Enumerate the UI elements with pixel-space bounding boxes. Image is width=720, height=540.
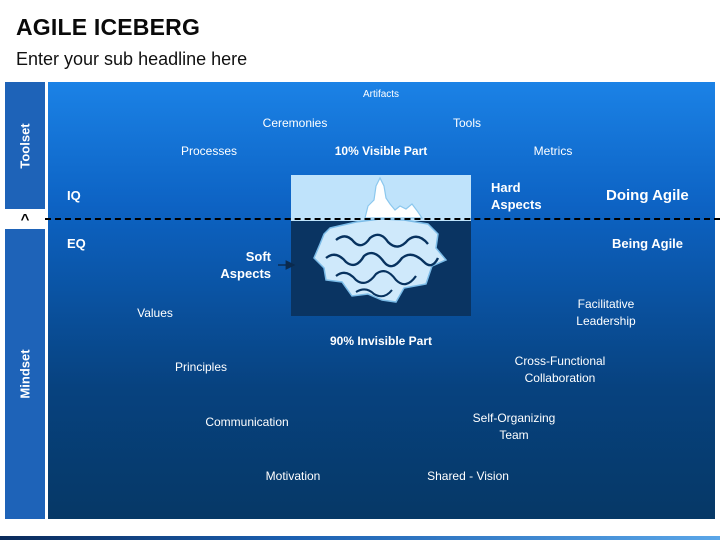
label-iq: IQ (67, 188, 81, 203)
label-self-organizing: Self-Organizing Team (472, 411, 556, 442)
page-title: AGILE ICEBERG (16, 14, 201, 40)
iceberg-tip (364, 176, 424, 219)
label-tools: Tools (452, 116, 482, 130)
label-facilitative-leadership: Facilitative Leadership (576, 297, 636, 328)
footer-bar (0, 536, 720, 540)
label-hard-aspects: Hard Aspects (491, 180, 542, 212)
label-being-agile: Being Agile (612, 236, 684, 251)
ice-crack-3 (335, 270, 417, 286)
ice-crack-4 (355, 288, 393, 298)
label-ceremonies: Ceremonies (262, 116, 328, 130)
label-principles: Principles (174, 360, 228, 374)
label-artifacts: Artifacts (362, 89, 400, 100)
toolset-sidebar: Toolset (5, 82, 45, 209)
label-visible-part: 10% Visible Part (334, 144, 428, 158)
mindset-sidebar: Mindset (5, 229, 45, 519)
caret-up-icon: ^ (20, 211, 30, 228)
label-invisible-part: 90% Invisible Part (329, 334, 433, 348)
label-eq: EQ (67, 236, 86, 251)
label-values: Values (137, 306, 173, 320)
label-metrics: Metrics (533, 144, 573, 158)
label-cross-functional: Cross-Functional Collaboration (514, 354, 606, 385)
page-subtitle: Enter your sub headline here (16, 49, 248, 69)
label-soft-aspects: Soft Aspects (220, 249, 271, 281)
label-shared-vision: Shared - Vision (427, 469, 509, 483)
label-doing-agile: Doing Agile (606, 187, 689, 204)
label-motivation: Motivation (265, 469, 321, 483)
label-processes: Processes (180, 144, 238, 158)
waterline-divider (45, 218, 720, 220)
ice-crack-2 (325, 251, 440, 268)
iceberg-body (313, 218, 448, 303)
ice-crack-1 (335, 233, 429, 248)
label-communication: Communication (205, 415, 289, 429)
